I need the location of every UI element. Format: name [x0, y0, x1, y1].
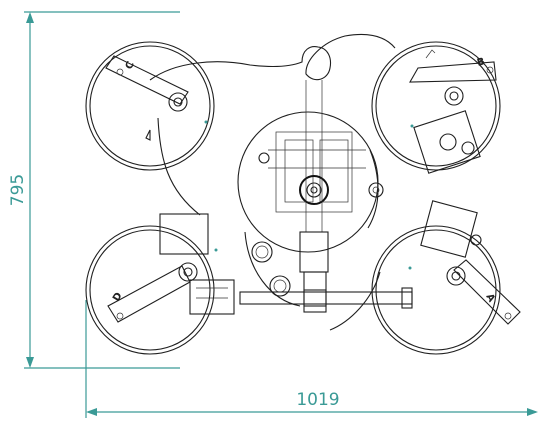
width-dimension: 1019 — [85, 300, 538, 418]
suction-pad-top-left: C — [85, 41, 215, 171]
frame-outline — [149, 33, 396, 331]
height-dimension: 795 — [8, 11, 180, 369]
arm-label-c: C — [124, 60, 137, 71]
height-value: 795 — [8, 174, 28, 206]
arm-label-b: B — [476, 56, 486, 69]
suction-pad-bottom-right: A — [371, 200, 521, 355]
width-value: 1019 — [296, 390, 339, 410]
arm-label-d: D — [111, 291, 125, 304]
suction-pad-top-right: B — [371, 41, 501, 174]
suction-pad-bottom-left: D — [85, 213, 235, 355]
pressure-gauges — [251, 241, 291, 297]
handle-bar — [239, 231, 413, 313]
center-hub — [237, 80, 384, 253]
